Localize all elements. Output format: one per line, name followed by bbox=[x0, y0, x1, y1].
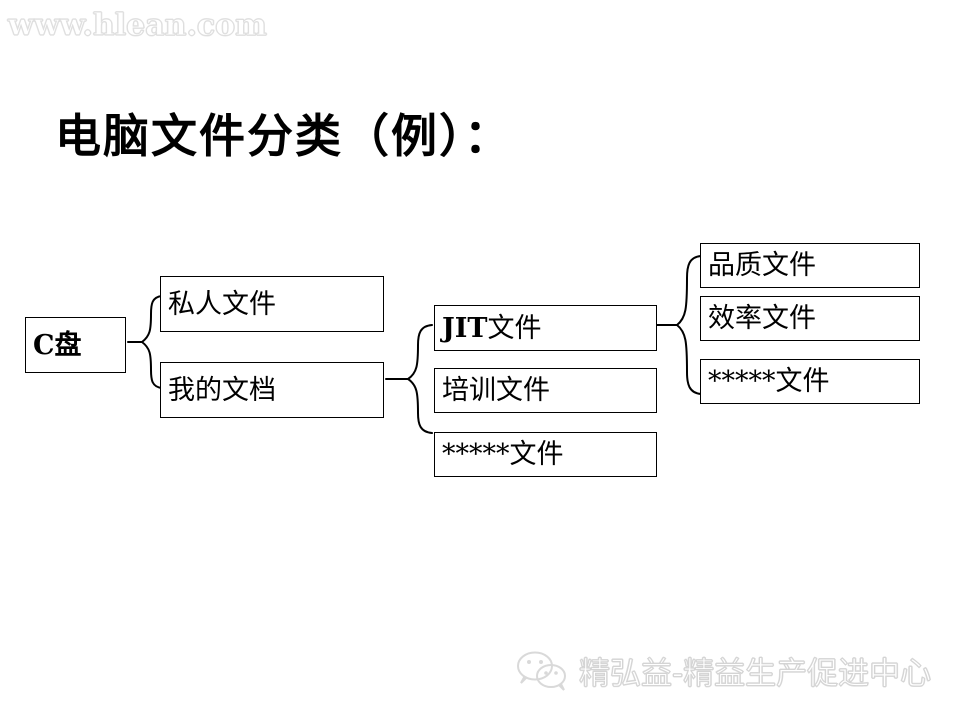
node-label: *****文件 bbox=[708, 366, 830, 397]
node-label: 培训文件 bbox=[442, 375, 550, 406]
brace-level1-to-level2 bbox=[384, 320, 436, 438]
node-label: 效率文件 bbox=[708, 303, 816, 334]
node-quality-files: 品质文件 bbox=[700, 243, 920, 288]
node-efficiency-files: 效率文件 bbox=[700, 296, 920, 341]
node-label: 我的文档 bbox=[168, 374, 276, 406]
node-my-documents: 我的文档 bbox=[160, 362, 384, 418]
node-other-files-middle: *****文件 bbox=[434, 432, 657, 477]
node-label-lead: JIT bbox=[442, 312, 488, 344]
node-personal-files: 私人文件 bbox=[160, 276, 384, 332]
node-training-files: 培训文件 bbox=[434, 368, 657, 413]
page-title: 电脑文件分类（例）： bbox=[55, 109, 512, 163]
node-label: C盘 bbox=[33, 329, 82, 361]
footer-brand-text: 精弘益-精益生产促进中心 bbox=[578, 656, 932, 693]
node-label: 私人文件 bbox=[168, 288, 276, 320]
node-label: *****文件 bbox=[442, 439, 564, 470]
node-label: 品质文件 bbox=[708, 250, 816, 281]
node-other-files-right: *****文件 bbox=[700, 359, 920, 404]
site-watermark: www.hlean.com bbox=[8, 8, 268, 44]
brace-level2-to-level3 bbox=[655, 252, 705, 400]
node-label-rest: 文件 bbox=[487, 312, 542, 344]
node-root-c-drive: C盘 bbox=[25, 317, 126, 373]
wechat-icon bbox=[517, 651, 566, 691]
footer-brand: 精弘益-精益生产促进中心 bbox=[515, 648, 932, 693]
